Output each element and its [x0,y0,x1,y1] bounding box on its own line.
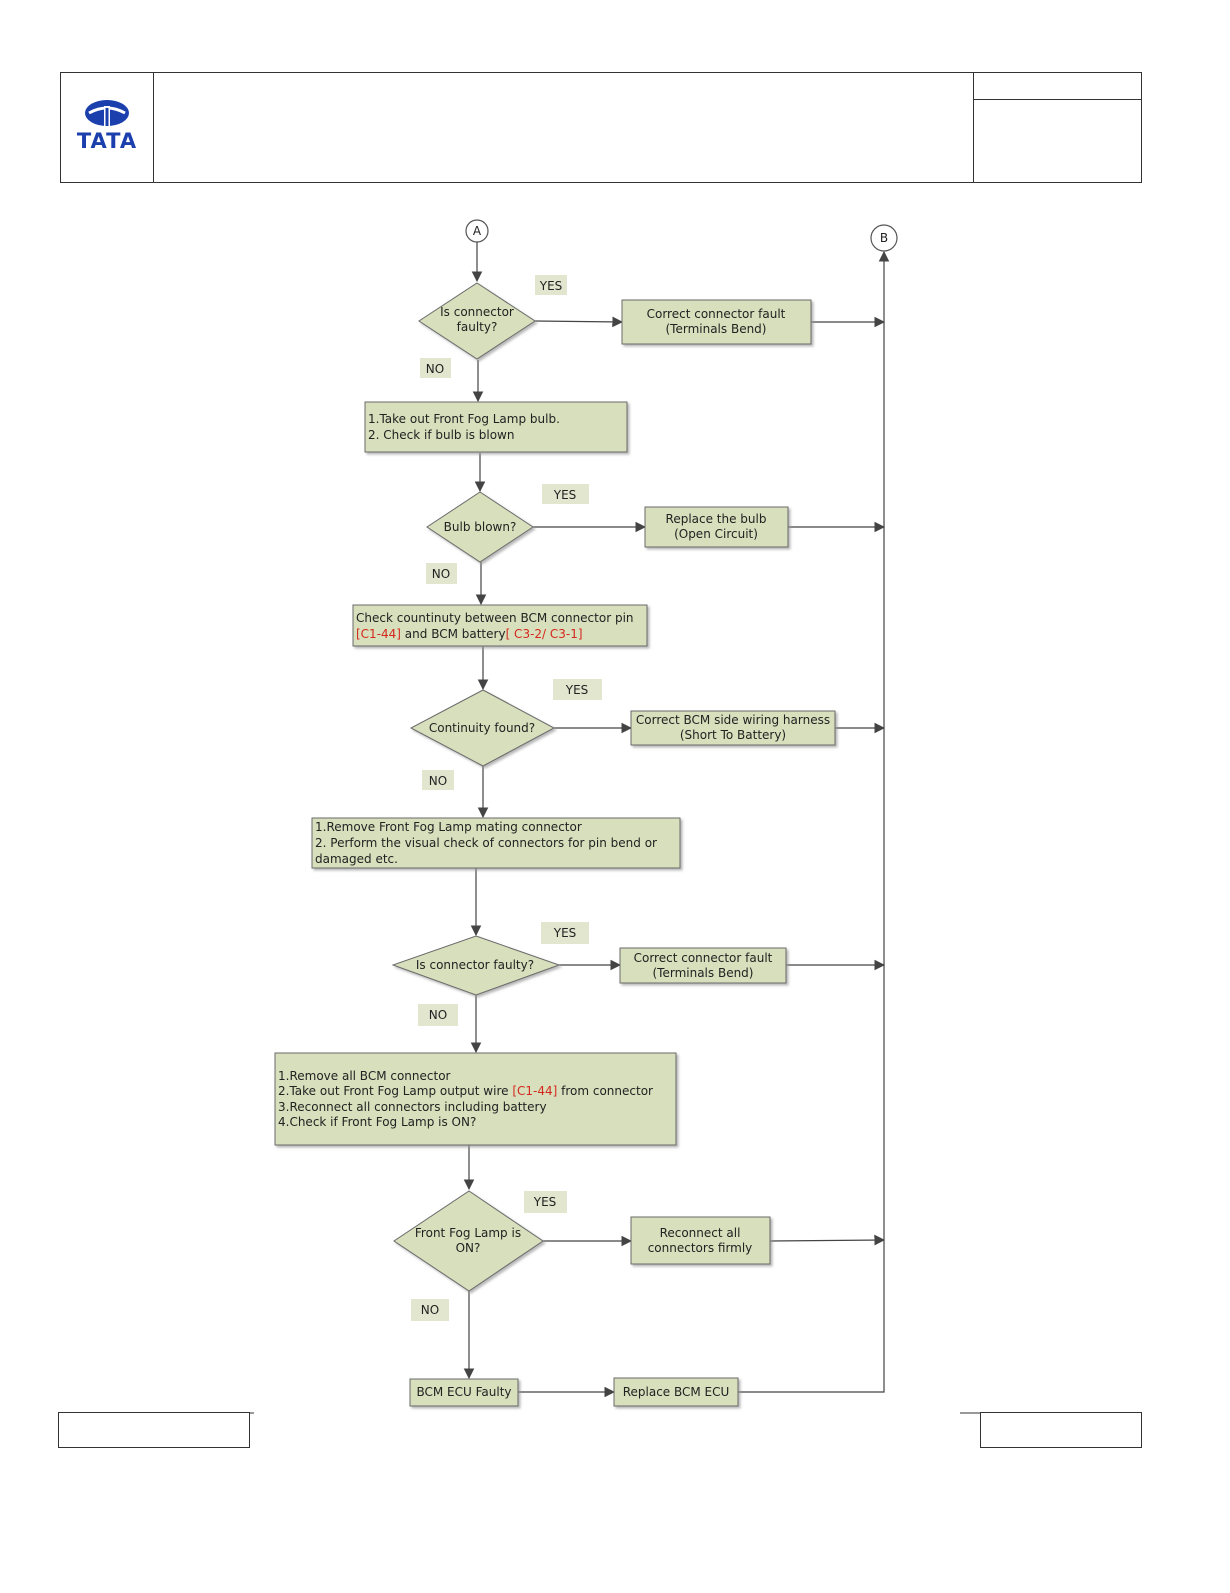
decision-continuity-found: Continuity found? [409,689,556,767]
svg-text:NO: NO [429,774,447,788]
logo-wordmark: TATA [76,129,138,153]
flow-arrows [463,242,890,1398]
action-correct-connector-1: Correct connector fault (Terminals Bend) [621,299,812,345]
connector-b: B [870,224,898,252]
process-bcm-ecu-faulty: BCM ECU Faulty [409,1378,519,1407]
decision-connector-faulty-1: Is connector faulty? [418,282,536,360]
pin-ref-c1-44-2: [C1-44] [512,1084,557,1098]
svg-text:YES: YES [533,1195,557,1209]
svg-text:YES: YES [553,488,577,502]
yes-label-5: YES [524,1191,567,1213]
process-check-continuity: Check countinuty between BCM connector p… [352,604,648,647]
svg-text:(Terminals Bend): (Terminals Bend) [666,322,767,336]
svg-text:3.Reconnect all connectors inc: 3.Reconnect all connectors including bat… [278,1100,547,1114]
yes-label-1: YES [535,275,567,295]
decision-1-line2: faulty? [457,320,498,334]
no-label-3: NO [422,770,454,790]
svg-text:(Open Circuit): (Open Circuit) [674,527,758,541]
svg-text:Continuity found?: Continuity found? [429,721,535,735]
svg-text:Front Fog Lamp is: Front Fog Lamp is [415,1226,521,1240]
svg-text:NO: NO [429,1008,447,1022]
svg-text:Replace BCM ECU: Replace BCM ECU [623,1385,730,1399]
svg-text:NO: NO [432,567,450,581]
page-header: TATA [60,72,1142,183]
svg-text:connectors firmly: connectors firmly [648,1241,753,1255]
no-label-5: NO [411,1299,449,1321]
logo-cell: TATA [61,73,154,182]
svg-text:1.Take out Front Fog Lamp bul: 1.Take out Front Fog Lamp bulb. [368,412,560,426]
svg-text:Correct connector fault: Correct connector fault [647,307,786,321]
svg-text:1.Remove Front Fog Lamp matin: 1.Remove Front Fog Lamp mating connector [315,820,582,834]
no-label-1: NO [420,358,451,378]
header-right-cell [973,73,1142,182]
action-replace-bcm-ecu: Replace BCM ECU [613,1377,739,1407]
decision-front-fog-lamp-on: Front Fog Lamp is ON? [393,1190,544,1292]
svg-text:Correct BCM side wiring harnes: Correct BCM side wiring harness [636,713,830,727]
decision-1-line1: Is connector [440,305,514,319]
pin-ref-c3: [ C3-2/ C3-1] [506,627,583,641]
svg-text:Is connector faulty?: Is connector faulty? [416,958,534,972]
svg-text:2. Perform the visual check of: 2. Perform the visual check of connector… [315,836,657,850]
connector-a-label: A [473,224,482,238]
svg-text:(Terminals Bend): (Terminals Bend) [653,966,754,980]
svg-text:BCM ECU Faulty: BCM ECU Faulty [416,1385,511,1399]
yes-label-2: YES [542,484,589,504]
svg-text:Reconnect all: Reconnect all [660,1226,741,1240]
svg-text:YES: YES [553,926,577,940]
action-replace-bulb: Replace the bulb (Open Circuit) [644,506,789,548]
no-label-2: NO [426,563,457,584]
footer-left-box [58,1412,250,1448]
svg-text:1.Remove all BCM connector: 1.Remove all BCM connector [278,1069,451,1083]
arrow-a6-b [738,250,890,1393]
svg-text:Bulb blown?: Bulb blown? [444,520,517,534]
decision-connector-faulty-2: Is connector faulty? [391,935,561,996]
tata-logo-icon [85,100,129,126]
arrow-a5-b [769,1234,886,1246]
no-label-4: NO [418,1004,458,1026]
svg-text:NO: NO [421,1303,439,1317]
svg-text:(Short To Battery): (Short To Battery) [680,728,786,742]
svg-text:4.Check if Front Fog Lamp is: 4.Check if Front Fog Lamp is ON? [278,1115,476,1129]
yes-label-4: YES [541,922,589,944]
svg-text:ON?: ON? [456,1241,481,1255]
svg-text:damaged etc.: damaged etc. [315,852,398,866]
connector-a: A [465,219,489,243]
action-reconnect-connectors: Reconnect all connectors firmly [630,1216,771,1265]
header-right-divider [974,99,1142,100]
svg-text:2.Take out Front Fog Lamp out: 2.Take out Front Fog Lamp output wire [C… [278,1084,653,1098]
process-remove-all-bcm-connector: 1.Remove all BCM connector 2.Take out Fr… [274,1052,677,1146]
svg-text:YES: YES [539,279,563,293]
svg-text:YES: YES [565,683,589,697]
svg-text:Replace the bulb: Replace the bulb [666,512,767,526]
svg-text:Check countinuty between BCM c: Check countinuty between BCM connector p… [356,611,634,625]
connector-b-label: B [880,231,888,245]
process-take-out-bulb: 1.Take out Front Fog Lamp bulb. 2. Check… [364,401,628,453]
pin-ref-c1-44: [C1-44] [356,627,401,641]
action-correct-connector-2: Correct connector fault (Terminals Bend) [619,947,787,984]
svg-text:Correct connector fault: Correct connector fault [634,951,773,965]
decision-bulb-blown: Bulb blown? [426,491,534,563]
footer-right-box [980,1412,1142,1448]
svg-text:NO: NO [426,362,444,376]
svg-text:2. Check if bulb is blown: 2. Check if bulb is blown [368,428,514,442]
action-correct-wiring: Correct BCM side wiring harness (Short T… [630,710,836,746]
svg-text:[C1-44] and BCM battery[ C3-2/: [C1-44] and BCM battery[ C3-2/ C3-1] [356,627,583,641]
arrow-d1-a1 [534,316,624,328]
yes-label-3: YES [553,679,602,700]
process-remove-mating-connector: 1.Remove Front Fog Lamp mating connector… [311,817,681,869]
